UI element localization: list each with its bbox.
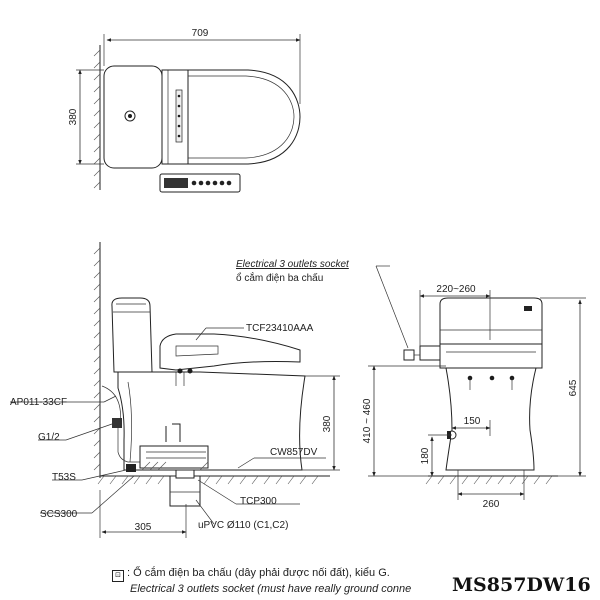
front-view: Electrical 3 outlets socket ổ cắm điện b… — [236, 259, 586, 510]
model-number: MS857DW16 — [452, 574, 591, 596]
dim-645: 645 — [568, 379, 579, 396]
callout-pipe: uPVC Ø110 (C1,C2) — [198, 520, 288, 531]
side-view: 380 305 TCF23410AAA AP011-33CF G1/2 CW85… — [10, 242, 340, 538]
dim-220-260: 220~260 — [436, 284, 476, 295]
dim-410-460: 410 ~ 460 — [362, 398, 373, 443]
dim-180: 180 — [420, 447, 431, 464]
socket-symbol-icon: ⊡ — [112, 570, 124, 582]
callout-seat: TCF23410AAA — [246, 323, 314, 334]
legend-line-vi: : Ổ cắm điện ba chấu (dây phải được nối … — [127, 567, 390, 579]
dim-380-side: 380 — [322, 415, 333, 432]
callout-scs: SCS300 — [40, 509, 78, 520]
callout-t53s: T53S — [52, 472, 76, 483]
callout-valve: AP011-33CF — [10, 397, 67, 408]
dim-150: 150 — [464, 416, 481, 427]
dim-305: 305 — [135, 522, 152, 533]
dim-709: 709 — [192, 28, 209, 39]
callout-g12: G1/2 — [38, 432, 60, 443]
dim-260: 260 — [483, 499, 500, 510]
legend: ⊡: Ổ cắm điện ba chấu (dây phải được nối… — [112, 566, 411, 596]
callout-bowl: CW857DV — [270, 447, 318, 458]
callout-socket-en: Electrical 3 outlets socket — [236, 259, 350, 270]
callout-tcp: TCP300 — [240, 496, 277, 507]
top-view: 709 380 — [68, 28, 301, 193]
dim-380-top: 380 — [68, 108, 79, 125]
legend-line-en: Electrical 3 outlets socket (must have r… — [130, 583, 412, 595]
callout-socket-vi: ổ cắm điện ba chấu — [236, 271, 323, 284]
